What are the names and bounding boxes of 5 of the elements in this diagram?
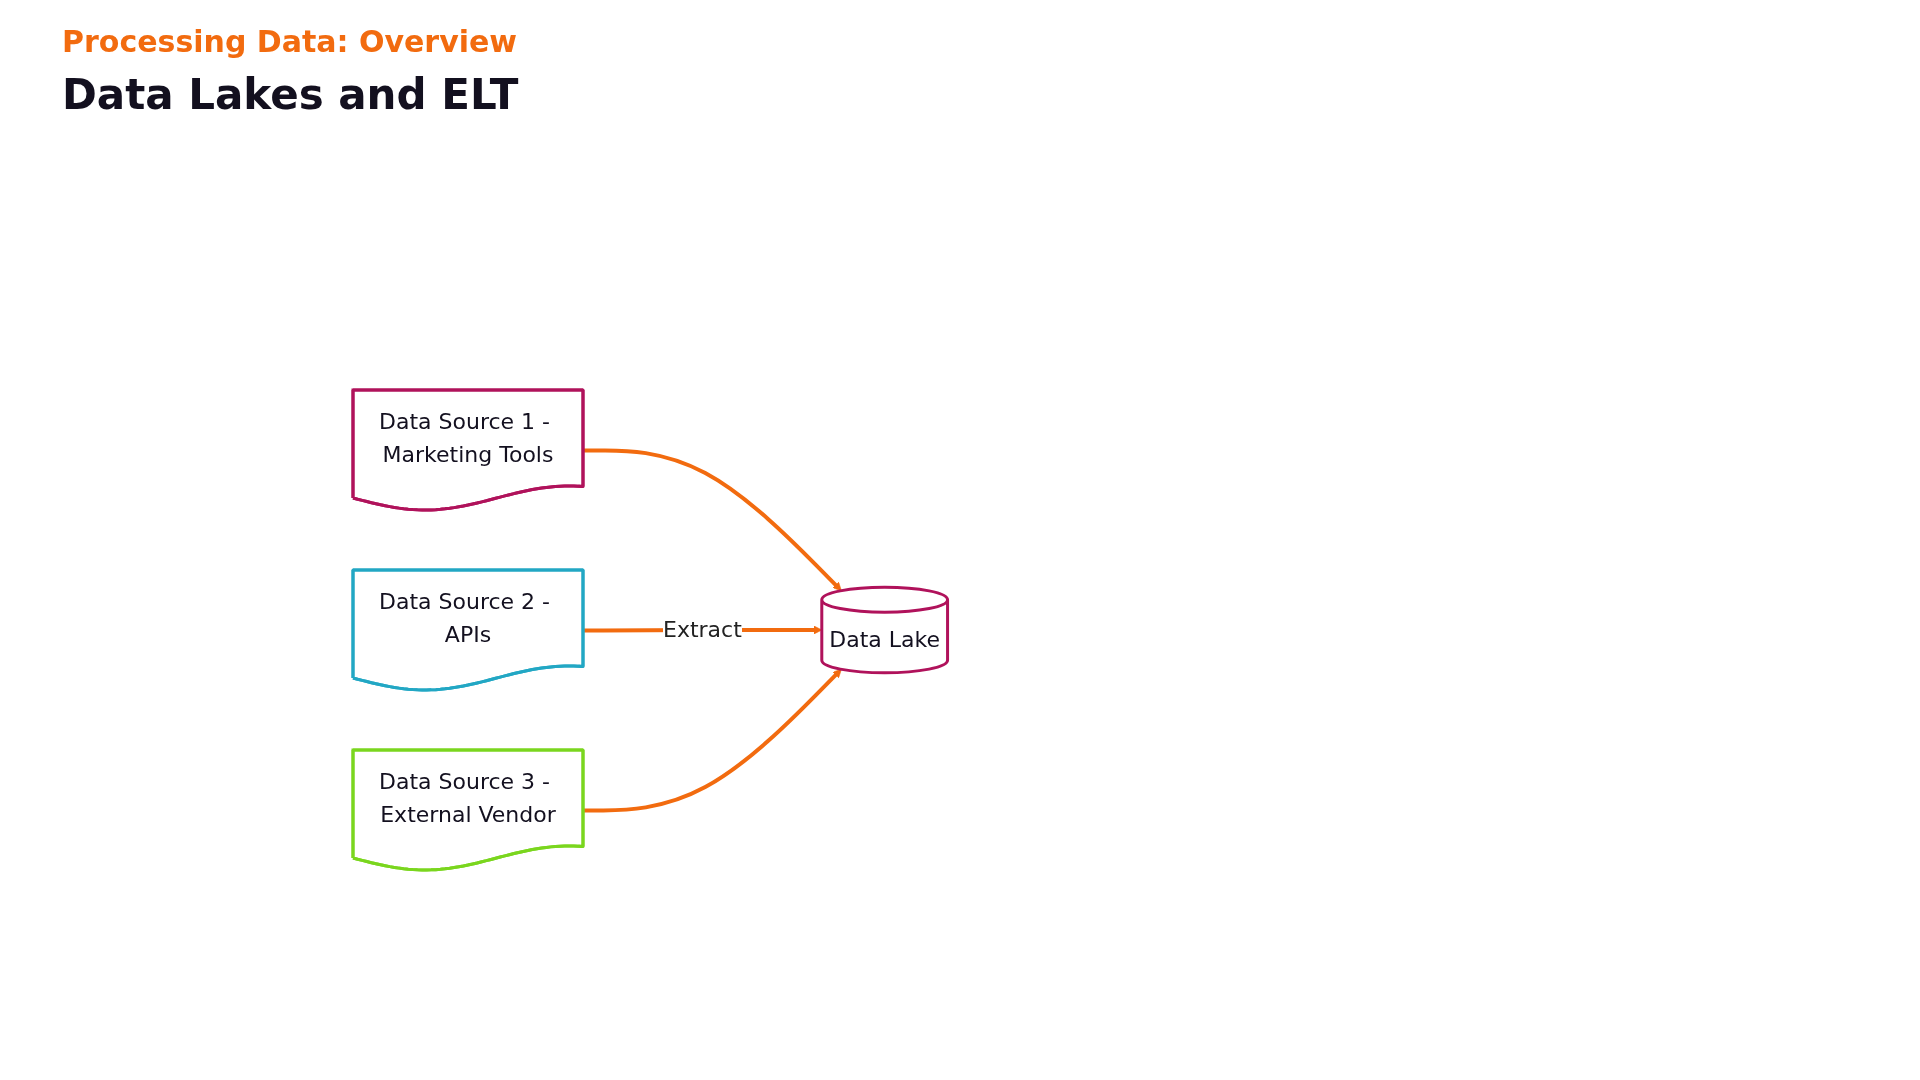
arrow [583,668,842,813]
edge-label: Extract [662,617,742,643]
subtitle: Processing Data: Overview [62,24,518,59]
arrow [583,448,842,592]
title: Data Lakes and ELT [62,70,519,119]
